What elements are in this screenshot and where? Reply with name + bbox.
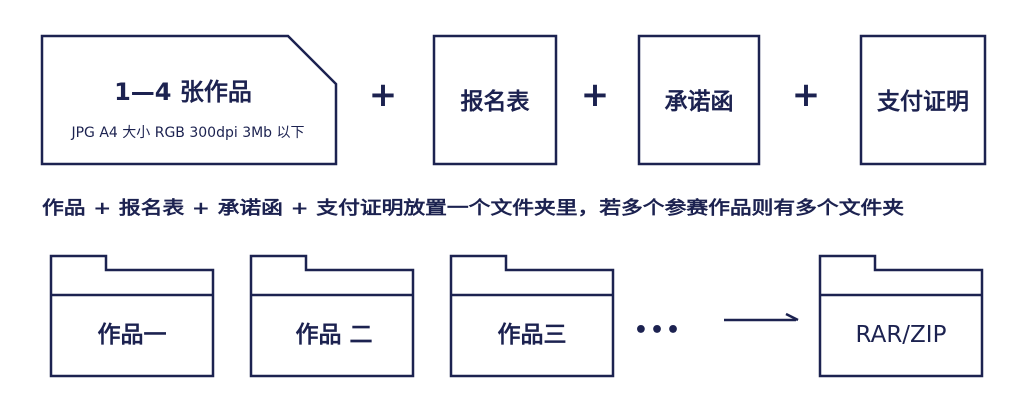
arrow-right-icon	[724, 312, 799, 322]
registration-form-card: 报名表	[432, 34, 558, 166]
plus-sign-1: +	[369, 75, 398, 115]
registration-form-shape	[432, 34, 558, 166]
folder-icon	[249, 254, 415, 378]
folder-2: 作品 二	[249, 254, 415, 378]
plus-sign-2: +	[581, 75, 610, 115]
payment-proof-card: 支付证明	[859, 34, 987, 166]
commitment-letter-card: 承诺函	[637, 34, 761, 166]
folder-icon	[818, 254, 984, 378]
registration-form-label: 报名表	[461, 88, 531, 115]
commitment-letter-shape	[637, 34, 761, 166]
archive-folder-label: RAR/ZIP	[856, 322, 947, 348]
photo-card-title: 1—4 张作品	[114, 78, 252, 106]
folder-icon	[449, 254, 615, 378]
photo-card-spec: JPG A4 大小 RGB 300dpi 3Mb 以下	[70, 125, 304, 141]
ellipsis: •••	[634, 318, 682, 343]
commitment-letter-label: 承诺函	[665, 89, 734, 115]
plus-sign-3: +	[792, 75, 821, 115]
archive-folder: RAR/ZIP	[818, 254, 984, 378]
instruction-text: 作品 + 报名表 + 承诺函 + 支付证明放置一个文件夹里，若多个参赛作品则有多…	[42, 197, 904, 219]
folder-label: 作品一	[98, 322, 167, 348]
photo-card: 1—4 张作品 JPG A4 大小 RGB 300dpi 3Mb 以下	[40, 34, 338, 166]
photo-card-shape	[40, 34, 338, 166]
folder-3: 作品三	[449, 254, 615, 378]
folder-label: 作品 二	[295, 322, 372, 348]
payment-proof-label: 支付证明	[876, 89, 969, 115]
folder-1: 作品一	[49, 254, 215, 378]
folder-label: 作品三	[498, 322, 567, 348]
payment-proof-shape	[859, 34, 987, 166]
folder-icon	[49, 254, 215, 378]
